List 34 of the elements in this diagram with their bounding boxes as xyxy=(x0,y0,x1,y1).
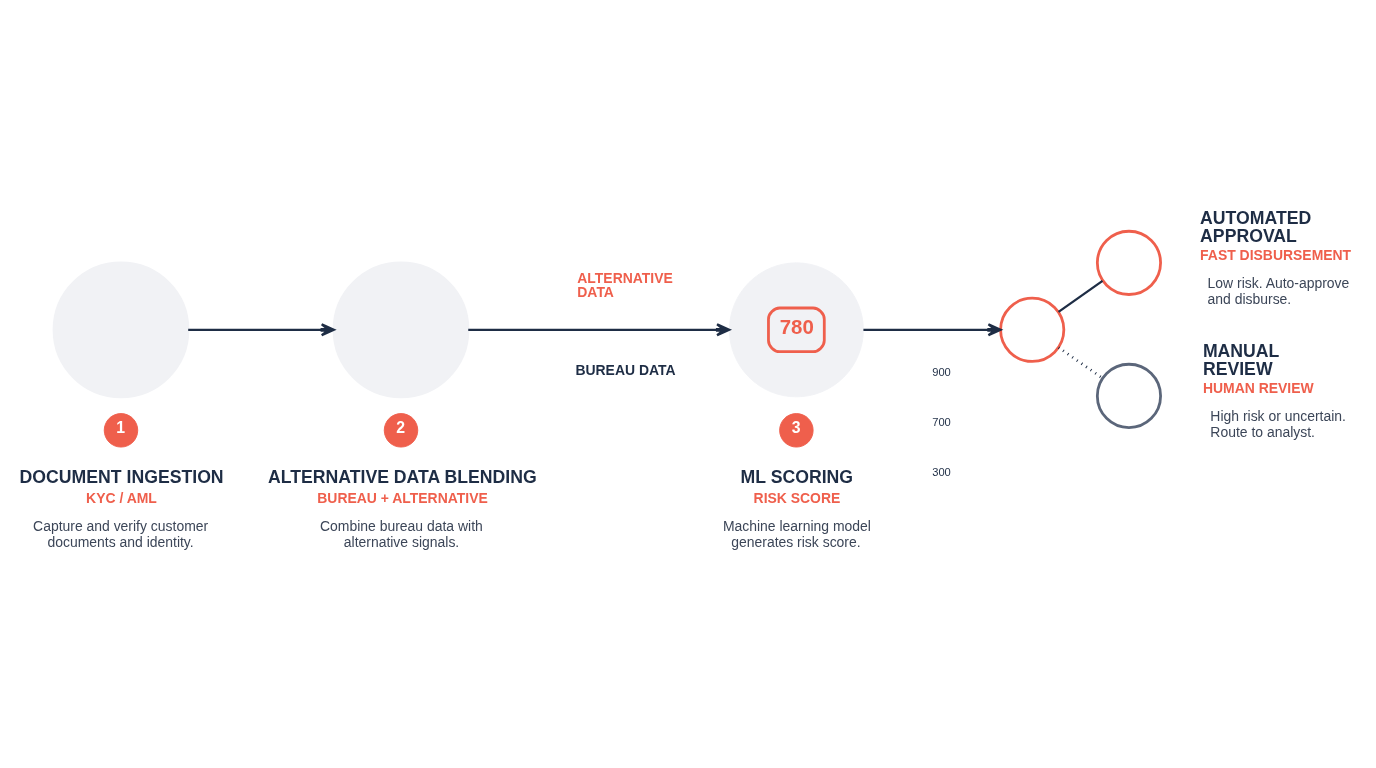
connector xyxy=(1057,345,1104,379)
node-circle xyxy=(1095,229,1162,296)
node-label: Capture and verify customer documents and identity. xyxy=(33,517,209,550)
node-label: FAST DISBURSEMENT xyxy=(1200,246,1352,263)
node-label: Machine learning model generates risk score. xyxy=(722,517,871,550)
node-circle xyxy=(999,296,1066,363)
node-circle xyxy=(332,260,470,398)
node-label: HUMAN REVIEW xyxy=(1202,379,1314,396)
node-label: AUTOMATED APPROVAL xyxy=(1200,207,1312,246)
arrow xyxy=(188,322,335,336)
node-label: Combine bureau data with alternative signals. xyxy=(320,517,483,550)
connector xyxy=(1057,279,1104,313)
node-circle: 3 xyxy=(779,412,814,448)
node-circle xyxy=(52,260,190,398)
label: 900 xyxy=(932,365,951,378)
label: 300 xyxy=(932,465,951,478)
label: 700 xyxy=(932,415,951,428)
arrow xyxy=(863,322,1002,336)
node-circle xyxy=(1095,362,1162,429)
node-label: DOCUMENT INGESTION xyxy=(19,466,224,487)
node-label: High risk or uncertain. Route to analyst. xyxy=(1210,407,1346,440)
node-label: ML SCORING xyxy=(740,466,854,487)
node-label: ALTERNATIVE DATA BLENDING xyxy=(267,466,537,487)
node-circle: 2 xyxy=(383,412,419,448)
node-circle: 780 xyxy=(728,261,864,397)
node-label: Low risk. Auto-approve and disburse. xyxy=(1207,274,1350,307)
label: ALTERNATIVE DATA xyxy=(577,269,673,300)
label: BUREAU DATA xyxy=(575,361,676,378)
arrow xyxy=(468,322,731,336)
node-label: MANUAL REVIEW xyxy=(1202,340,1280,379)
node-circle: 1 xyxy=(103,412,139,448)
node-label: RISK SCORE xyxy=(753,489,841,506)
node-label: BUREAU + ALTERNATIVE xyxy=(317,489,488,506)
node-label: KYC / AML xyxy=(86,489,157,506)
